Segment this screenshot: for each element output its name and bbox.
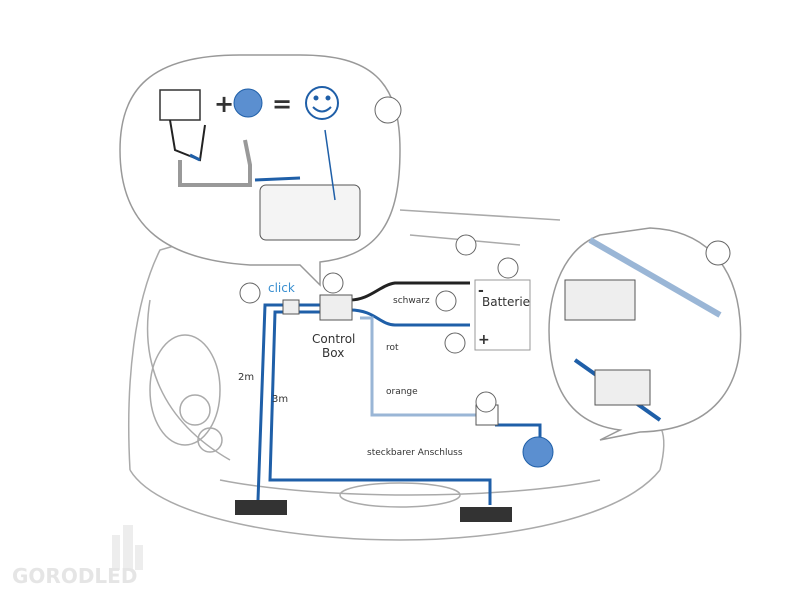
smiley-icon xyxy=(305,86,339,120)
batterie-label: Batterie xyxy=(482,295,530,309)
schwarz-label: schwarz xyxy=(393,296,430,306)
plus-label: + xyxy=(478,332,490,348)
lamp-icon xyxy=(233,88,263,118)
eq-equals: = xyxy=(272,90,292,118)
gorodled-watermark: GORODLED xyxy=(12,525,143,588)
control-box-label-2: Box xyxy=(322,346,344,360)
control-box xyxy=(319,294,353,321)
click-label: click xyxy=(268,281,295,295)
wire-orange xyxy=(360,316,480,417)
click-connector xyxy=(282,299,300,315)
wire-rot xyxy=(349,308,470,327)
drl-lamp-left xyxy=(235,500,287,515)
length-2m-label: 2m xyxy=(238,372,254,383)
lamp-icon xyxy=(522,436,554,468)
svg-text:GORODLED: GORODLED xyxy=(12,564,137,588)
detail-bubble-right xyxy=(548,227,742,441)
orange-label: orange xyxy=(386,387,418,397)
car-outline xyxy=(128,209,665,541)
length-3m-label: 3m xyxy=(272,394,288,405)
drl-lamp-right xyxy=(460,507,512,522)
rot-label: rot xyxy=(386,343,399,353)
battery: Batterie - + xyxy=(474,279,531,351)
control-box-detail xyxy=(259,184,361,241)
minus-label: - xyxy=(478,283,484,299)
battery-icon-small xyxy=(159,89,201,121)
detail-bubble-top: + = xyxy=(119,54,402,287)
steckbarer-anschluss-label: steckbarer Anschluss xyxy=(367,448,463,458)
wire-schwarz xyxy=(349,281,470,302)
callout-circles xyxy=(239,234,519,413)
wire-2m xyxy=(256,303,320,501)
control-box-label-1: Control xyxy=(312,332,355,346)
eq-plus: + xyxy=(214,90,234,118)
